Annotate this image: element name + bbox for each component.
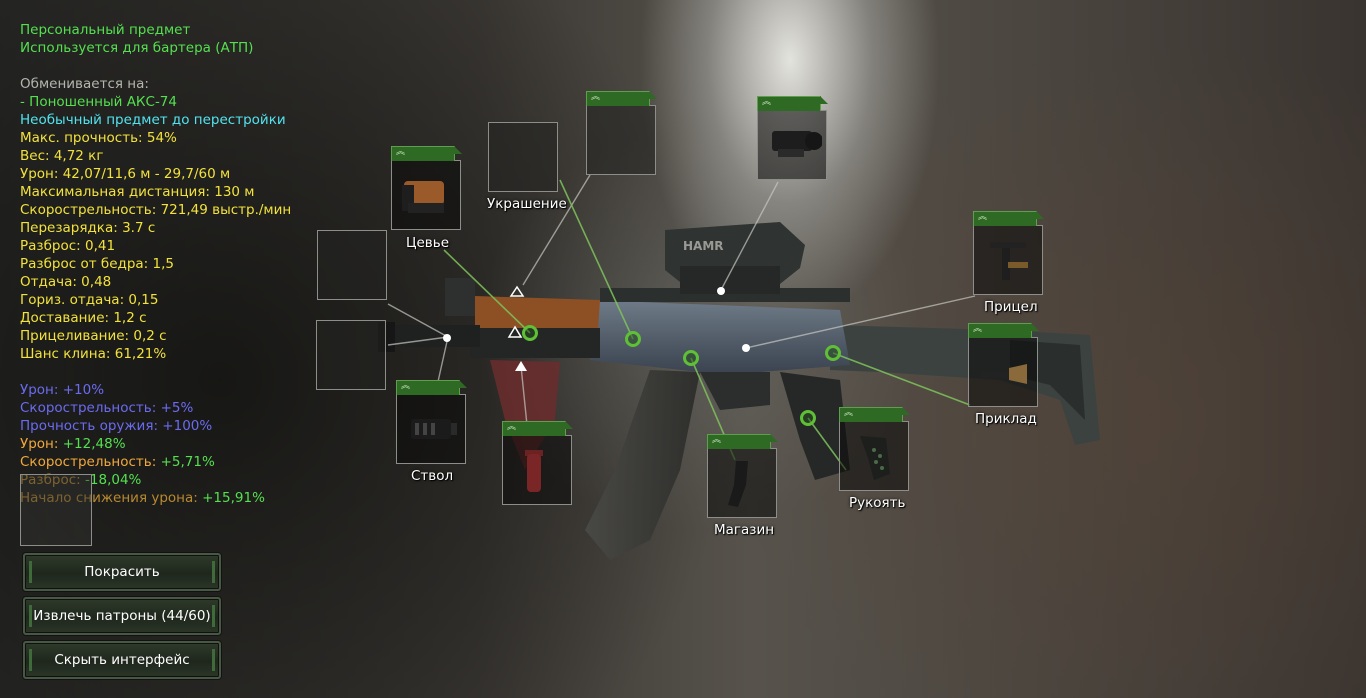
exchange-header: Обменивается на: [20, 76, 149, 92]
upgrade-tab-icon: ︽ [707, 434, 778, 449]
stat-draw-time: Доставание: 1,2 с [20, 310, 147, 326]
slot-stock[interactable]: ︽ [968, 323, 1039, 407]
pistol-grip-item-icon [846, 428, 902, 484]
item-stats-panel: Персональный предмет Используется для ба… [20, 21, 291, 507]
exchange-item: - Поношенный АКС-74 [20, 94, 177, 110]
mod-bonus-damage: Урон: +12,48% [20, 436, 126, 452]
bonus-durability: Прочность оружия: +100% [20, 418, 213, 434]
handguard-item-icon [398, 167, 454, 223]
upgrade-tab-icon: ︽ [973, 211, 1044, 226]
mod-bonus-falloff: Начало снижения урона: +15,91% [20, 490, 265, 506]
upgrade-tab-icon: ︽ [502, 421, 573, 436]
personal-item-label: Персональный предмет [20, 22, 191, 38]
slot-scope[interactable]: ︽ [973, 211, 1044, 295]
hide-interface-button[interactable]: Скрыть интерфейс [23, 641, 221, 679]
weapon-magazine-shape [585, 370, 700, 560]
upgrade-tab-icon: ︽ [757, 96, 828, 111]
stat-reload: Перезарядка: 3.7 с [20, 220, 156, 236]
slot-label-magazine: Магазин [714, 522, 775, 538]
unusual-item-label: Необычный предмет до перестройки [20, 112, 286, 128]
slot-foregrip[interactable]: ︽ [502, 421, 573, 505]
mod-bonus-fire-rate: Скорострельность: +5,71% [20, 454, 215, 470]
slot-label-barrel: Ствол [411, 468, 454, 484]
slot-label-handguard: Цевье [406, 235, 450, 251]
bonus-damage: Урон: +10% [20, 382, 105, 398]
scope-mount-item-icon [980, 232, 1036, 288]
upgrade-tab-icon: ︽ [839, 407, 910, 422]
slot-label-scope: Прицел [984, 299, 1038, 315]
attach-point-receiver[interactable] [742, 344, 750, 352]
muzzle-brake-item-icon [403, 401, 459, 457]
stat-recoil: Отдача: 0,48 [20, 274, 112, 290]
optic-item-icon [764, 117, 823, 173]
attach-point-decoration[interactable] [625, 331, 641, 347]
stat-max-distance: Максимальная дистанция: 130 м [20, 184, 255, 200]
upgrade-tab-icon: ︽ [396, 380, 467, 395]
stat-horizontal-recoil: Гориз. отдача: 0,15 [20, 292, 159, 308]
slot-optic[interactable]: ︽ [757, 96, 828, 180]
foregrip-item-icon [509, 442, 565, 498]
stock-item-icon [975, 344, 1031, 400]
attach-point-scope[interactable] [717, 287, 725, 295]
stat-damage: Урон: 42,07/11,6 м - 29,7/60 м [20, 166, 231, 182]
weapon-front-grip-shape [490, 360, 560, 470]
slot-barrel[interactable]: ︽ [396, 380, 467, 464]
attach-point-handguard[interactable] [522, 325, 538, 341]
slot-handguard[interactable]: ︽ [391, 146, 462, 230]
mod-bonus-spread: Разброс: -18,04% [20, 472, 142, 488]
svg-text:HAMR: HAMR [683, 239, 724, 253]
attach-point-stock[interactable] [825, 345, 841, 361]
paint-button[interactable]: Покрасить [23, 553, 221, 591]
weapon-grip-shape [780, 372, 850, 480]
stat-hip-spread: Разброс от бедра: 1,5 [20, 256, 174, 272]
upgrade-tab-icon: ︽ [391, 146, 462, 161]
upgrade-tab-icon: ︽ [586, 91, 657, 106]
barter-label: Используется для бартера (АТП) [20, 40, 254, 56]
slot-magazine[interactable]: ︽ [707, 434, 778, 518]
upgrade-tab-icon: ︽ [968, 323, 1039, 338]
weapon-handguard-shape [475, 296, 600, 330]
stat-fire-rate: Скорострельность: 721,49 выстр./мин [20, 202, 292, 218]
weapon-receiver-shape [590, 300, 850, 372]
slot-side-upper[interactable] [317, 230, 387, 300]
attach-point-barrel[interactable] [443, 334, 451, 342]
slot-side-lower[interactable] [316, 320, 386, 390]
magazine-item-icon [714, 455, 770, 511]
attach-point-magazine[interactable] [683, 350, 699, 366]
stat-weight: Вес: 4,72 кг [20, 148, 104, 164]
slot-decoration[interactable] [488, 122, 558, 192]
slot-grip[interactable]: ︽ [839, 407, 910, 491]
slot-top-mount[interactable]: ︽ [586, 91, 657, 175]
slot-label-stock: Приклад [975, 411, 1037, 427]
slot-label-grip: Рукоять [849, 495, 906, 511]
slot-label-decoration: Украшение [487, 196, 567, 212]
extra-slot[interactable] [20, 474, 92, 546]
bonus-fire-rate: Скорострельность: +5% [20, 400, 194, 416]
stat-spread: Разброс: 0,41 [20, 238, 116, 254]
unload-ammo-button[interactable]: Извлечь патроны (44/60) [23, 597, 221, 635]
stat-durability: Макс. прочность: 54% [20, 130, 177, 146]
stat-aim-time: Прицеливание: 0,2 с [20, 328, 167, 344]
attach-point-grip[interactable] [800, 410, 816, 426]
stat-jam-chance: Шанс клина: 61,21% [20, 346, 167, 362]
